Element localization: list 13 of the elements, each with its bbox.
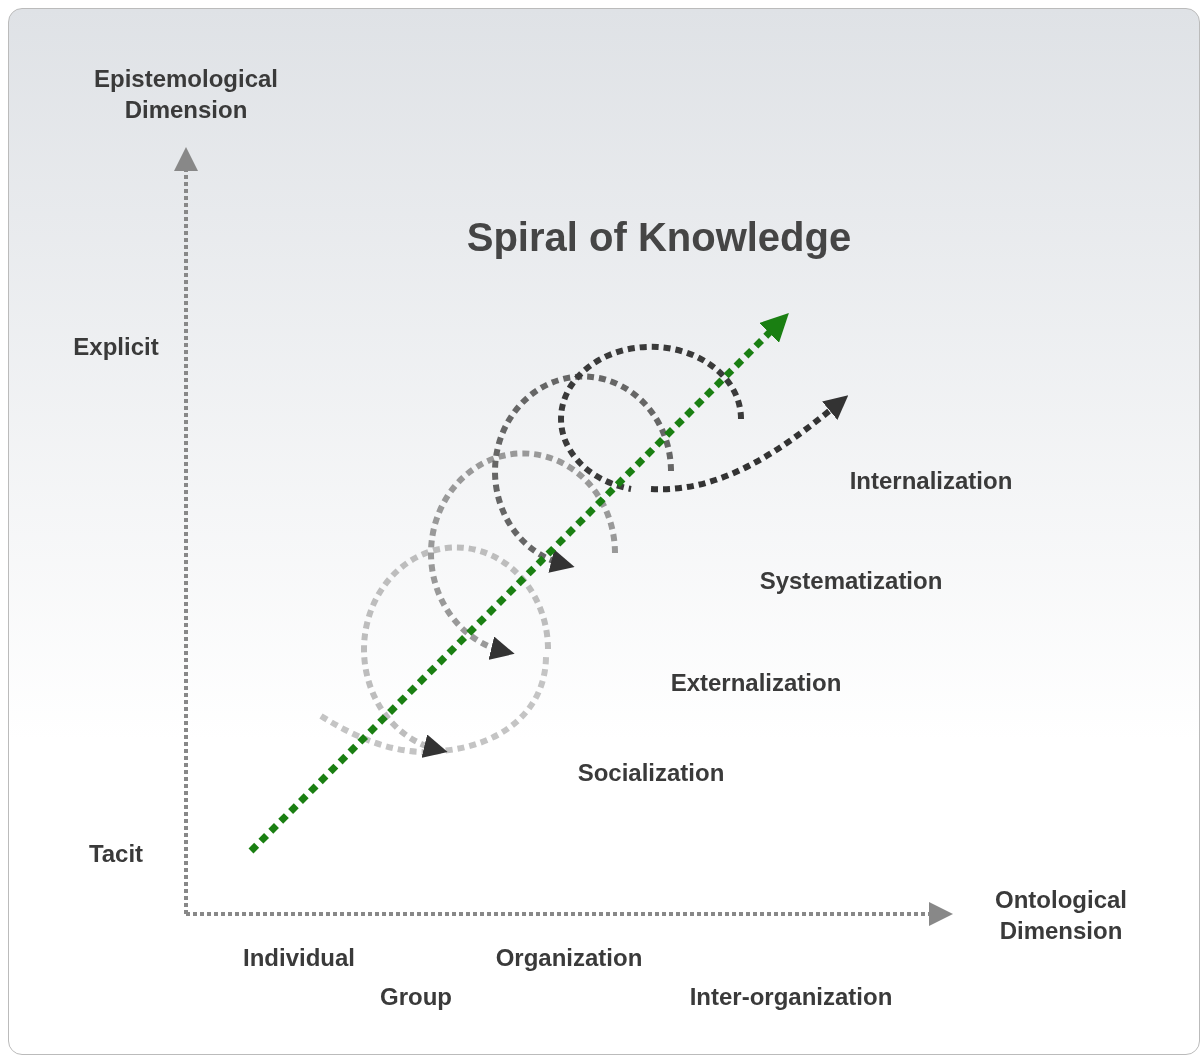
axis-title: Epistemological Dimension: [92, 64, 279, 125]
phase-label: Systematization: [758, 566, 944, 596]
axis-title: Ontological Dimension: [994, 885, 1128, 946]
phase-label: Externalization: [669, 668, 843, 698]
axis-value-label: Tacit: [87, 839, 145, 869]
level-label: Inter-organization: [688, 982, 894, 1012]
axis-value-label: Explicit: [72, 332, 160, 362]
phase-label: Socialization: [576, 758, 726, 788]
level-label: Group: [379, 982, 453, 1012]
level-label: Organization: [494, 943, 644, 973]
level-label: Individual: [242, 943, 356, 973]
diagram-title: Spiral of Knowledge: [465, 215, 853, 260]
phase-label: Internalization: [848, 466, 1014, 496]
